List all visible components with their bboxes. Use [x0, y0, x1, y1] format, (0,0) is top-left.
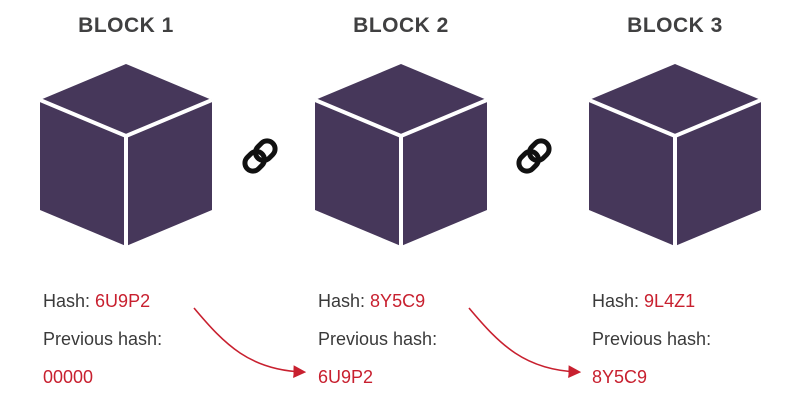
block-1-cube-icon [40, 64, 212, 246]
block-3-previous-hash-label: Previous hash: [592, 329, 712, 349]
block-2-previous-hash-value: 6U9P2 [318, 367, 374, 387]
block-1-previous-hash-value: 00000 [43, 367, 94, 387]
hash-label: Hash: [318, 291, 366, 311]
block-2-hash-value: 8Y5C9 [370, 291, 426, 311]
block-1-hash-line: Hash: 6U9P2 [43, 290, 150, 312]
block-2-title: BLOCK 2 [353, 14, 449, 37]
block-1-previous-hash-label: Previous hash: [43, 329, 163, 349]
block-2-hash-line: Hash: 8Y5C9 [318, 290, 425, 312]
chain-link-icon [516, 138, 552, 174]
hash-label: Hash: [43, 291, 91, 311]
block-2-cube-icon [315, 64, 487, 246]
arrow-block-2-to-block-3 [468, 307, 582, 379]
chain-link-icon [242, 138, 278, 174]
arrow-block-1-to-block-2 [193, 307, 307, 379]
block-3-hash-value: 9L4Z1 [644, 291, 696, 311]
block-1-hash-value: 6U9P2 [95, 291, 151, 311]
block-3-hash-line: Hash: 9L4Z1 [592, 290, 695, 312]
block-3-previous-hash-value: 8Y5C9 [592, 367, 648, 387]
block-3-title: BLOCK 3 [627, 14, 723, 37]
hash-label: Hash: [592, 291, 640, 311]
block-2-previous-hash-label: Previous hash: [318, 329, 438, 349]
block-1-title: BLOCK 1 [78, 14, 174, 37]
block-3-cube-icon [589, 64, 761, 246]
